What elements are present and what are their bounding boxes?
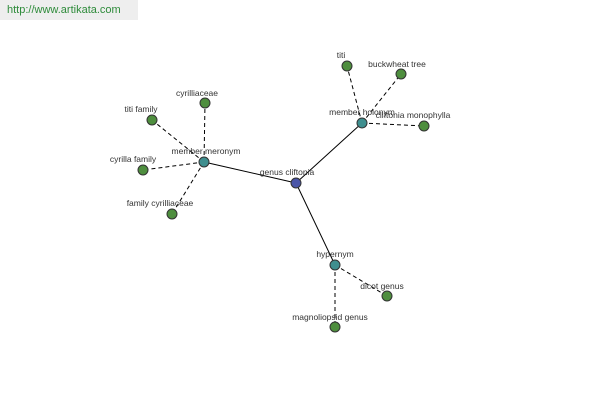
label-member-meronym[interactable]: member meronym [172, 146, 241, 156]
label-member-holonym[interactable]: member holonym [329, 107, 395, 117]
edge-hypernym-dicot-genus [334, 264, 388, 297]
label-family-cyrilliaceae[interactable]: family cyrilliaceae [127, 198, 194, 208]
label-titi[interactable]: titi [337, 50, 346, 60]
watermark-url: http://www.artikata.com [0, 0, 138, 20]
edges-layer [142, 65, 425, 327]
labels-layer: genus cliftonia member meronym cyrilliacea… [110, 50, 451, 322]
edge-member-holonym-titi [346, 65, 363, 124]
edge-member-holonym-buckwheat-tree [361, 73, 402, 124]
label-magnoliopsid-genus[interactable]: magnoliopsid genus [292, 312, 368, 322]
label-dicot-genus[interactable]: dicot genus [360, 281, 403, 291]
nodes-layer [137, 60, 430, 333]
node-buckwheat-tree[interactable] [395, 68, 407, 80]
label-cyrilla-family[interactable]: cyrilla family [110, 154, 157, 164]
node-family-cyrilliaceae[interactable] [166, 208, 178, 220]
node-cyrilla-family[interactable] [137, 164, 149, 176]
node-member-meronym[interactable] [198, 156, 210, 168]
label-titi-family[interactable]: titi family [124, 104, 158, 114]
edge-member-meronym-family-cyrilliaceae [171, 161, 205, 215]
node-titi[interactable] [341, 60, 353, 72]
label-hypernym[interactable]: hypernym [316, 249, 353, 259]
label-genus-cliftonia[interactable]: genus cliftonia [260, 167, 315, 177]
label-cyrilliaceae[interactable]: cyrilliaceae [176, 88, 218, 98]
label-cliftonia-monophylla[interactable]: cliftonia monophylla [376, 110, 451, 120]
edge-genus-cliftonia-member-meronym [203, 161, 297, 184]
node-hypernym[interactable] [329, 259, 341, 271]
label-buckwheat-tree[interactable]: buckwheat tree [368, 59, 426, 69]
edge-member-meronym-cyrilliaceae [203, 102, 206, 163]
node-genus-cliftonia[interactable] [290, 177, 302, 189]
node-dicot-genus[interactable] [381, 290, 393, 302]
edge-member-meronym-cyrilla-family [142, 161, 205, 171]
edge-member-holonym-cliftonia-monophylla [361, 122, 425, 127]
edge-genus-cliftonia-member-holonym [295, 122, 363, 184]
node-magnoliopsid-genus[interactable] [329, 321, 341, 333]
node-member-holonym[interactable] [356, 117, 368, 129]
node-titi-family[interactable] [146, 114, 158, 126]
node-cliftonia-monophylla[interactable] [418, 120, 430, 132]
edge-genus-cliftonia-hypernym [295, 182, 336, 266]
node-cyrilliaceae[interactable] [199, 97, 211, 109]
